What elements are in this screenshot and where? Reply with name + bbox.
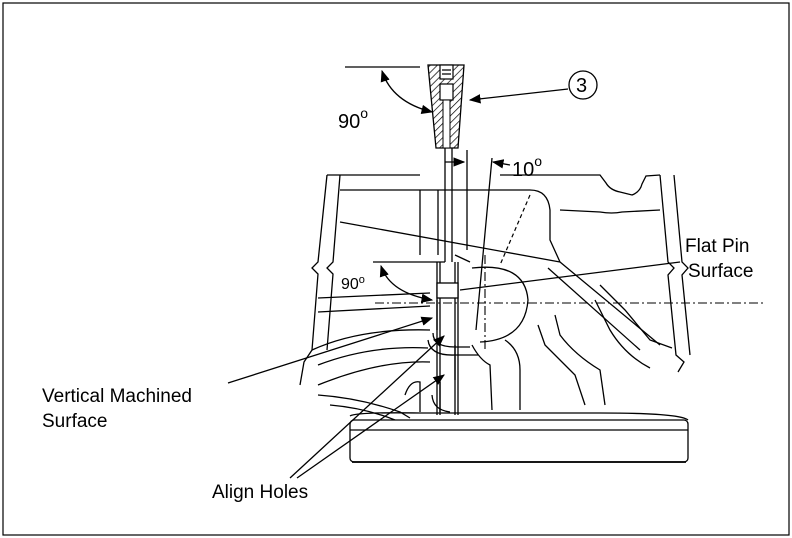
align-holes-label: Align Holes — [212, 482, 308, 503]
centerlines — [375, 255, 765, 350]
tilt-angle-value: 10o — [512, 153, 542, 181]
alignment-tool — [427, 64, 465, 149]
vertical-surface-leader — [227, 316, 434, 384]
callout-number: 3 — [576, 75, 587, 97]
lower-angle-value: 90o — [341, 274, 365, 293]
callout-leader — [468, 88, 569, 104]
flat-pin-leader — [459, 261, 681, 291]
top-angle-arc — [380, 69, 434, 114]
callout-circle — [568, 70, 598, 100]
casting-body — [299, 174, 691, 463]
lower-angle-arc — [379, 264, 434, 303]
top-angle-value: 90o — [338, 105, 368, 133]
flat-pin-label-line2: Surface — [688, 261, 753, 282]
flat-pin-label-line1: Flat Pin — [685, 236, 749, 257]
vertical-surface-label-line1: Vertical Machined — [42, 386, 192, 407]
alignment-rod — [427, 148, 478, 415]
vertical-surface-label-line2: Surface — [42, 411, 107, 432]
align-holes-leaders — [289, 335, 445, 479]
tilt-angle-dimension — [445, 150, 511, 331]
